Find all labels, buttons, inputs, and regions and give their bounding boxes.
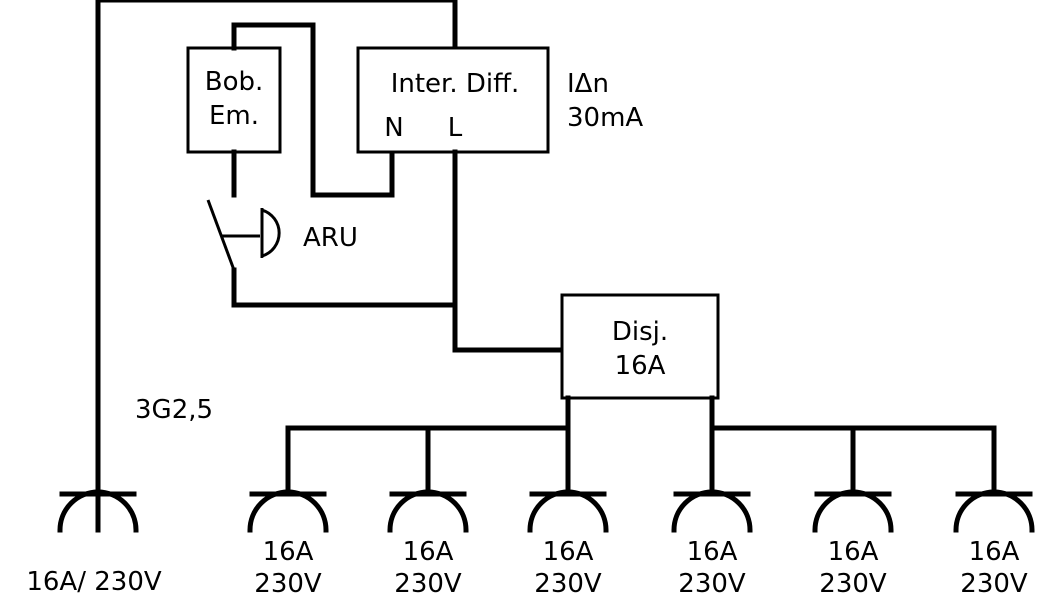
cable-label: 3G2,5 <box>135 395 213 425</box>
socket-2-volt: 230V <box>394 569 462 599</box>
sensitivity-line2: 30mA <box>567 103 643 133</box>
bobine-top-wire <box>231 22 395 198</box>
main-socket-label: 16A/ 230V <box>26 567 162 597</box>
socket-6-icon <box>953 489 1035 533</box>
socket-3-amp: 16A <box>543 537 594 567</box>
inter-diff-box <box>356 46 550 154</box>
socket-4-volt: 230V <box>678 569 746 599</box>
main-socket-icon <box>57 489 139 533</box>
socket-5-volt: 230V <box>819 569 887 599</box>
bobine-label-line2: Em. <box>209 101 259 131</box>
phase-line-wire <box>452 149 565 353</box>
socket-3-volt: 230V <box>534 569 602 599</box>
socket-5-amp: 16A <box>828 537 879 567</box>
socket-2-icon <box>387 489 469 533</box>
socket-6-amp: 16A <box>969 537 1020 567</box>
aru-pushbutton-icon <box>260 208 281 258</box>
socket-4-amp: 16A <box>687 537 738 567</box>
breaker-label-line2: 16A <box>615 351 666 381</box>
inter-diff-title: Inter. Diff. <box>391 69 520 99</box>
main-feed-wire <box>95 0 458 533</box>
aru-return-wire <box>231 267 458 308</box>
socket-1-icon <box>247 489 329 533</box>
breaker-box <box>560 293 720 400</box>
inter-diff-terminal-n: N <box>384 113 403 143</box>
socket-6-volt: 230V <box>960 569 1028 599</box>
bobine-box <box>186 46 282 154</box>
socket-4-icon <box>671 489 753 533</box>
socket-5-icon <box>812 489 894 533</box>
inter-diff-terminal-l: L <box>448 113 463 143</box>
aru-label: ARU <box>303 223 358 253</box>
sensitivity-line1: IΔn <box>567 69 609 99</box>
socket-1-volt: 230V <box>254 569 322 599</box>
distribution-bus <box>285 395 997 495</box>
breaker-label-line1: Disj. <box>612 317 668 347</box>
socket-1-amp: 16A <box>263 537 314 567</box>
socket-2-amp: 16A <box>403 537 454 567</box>
bobine-label-line1: Bob. <box>205 67 264 97</box>
socket-3-icon <box>527 489 609 533</box>
